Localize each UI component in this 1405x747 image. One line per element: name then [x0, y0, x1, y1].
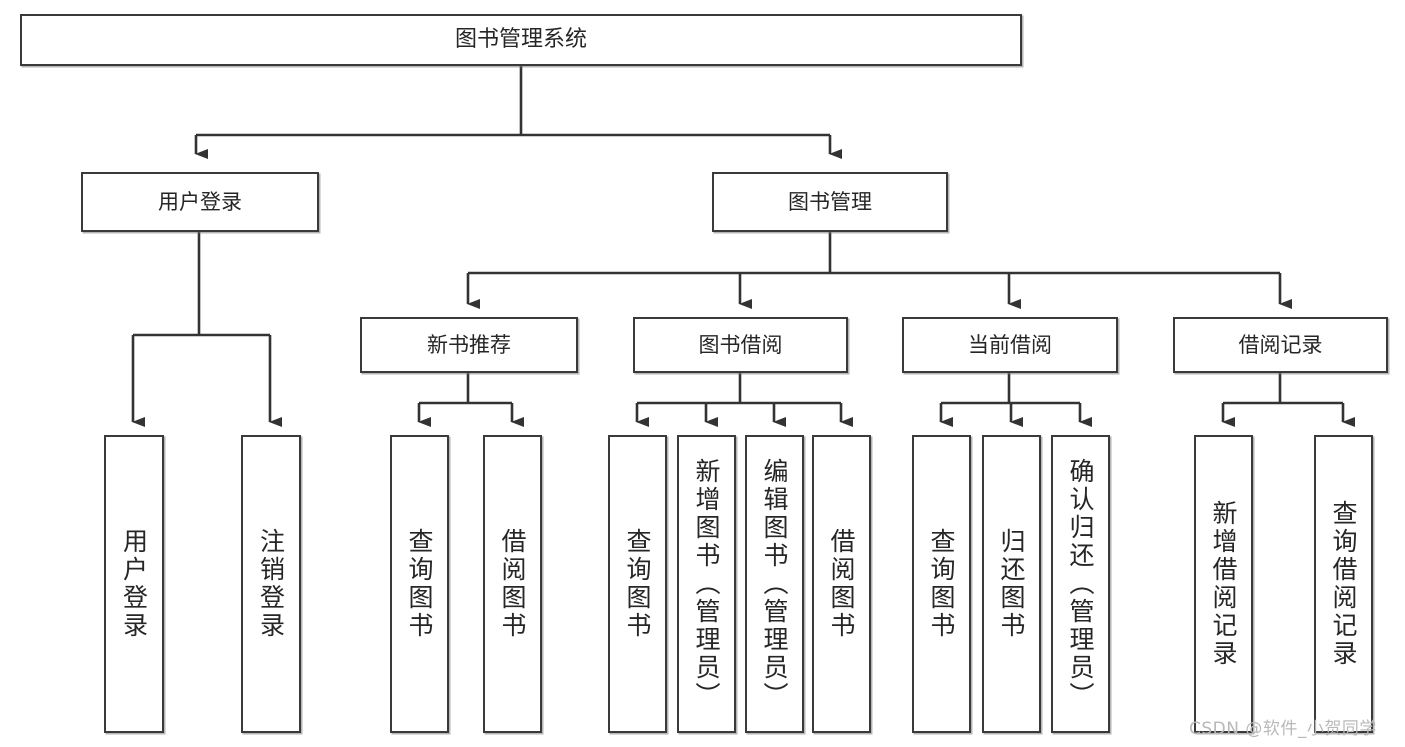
node-root-label: 图书管理系统 [454, 27, 587, 53]
leaf-confirm-return-label: 确认归还（管理员） [1066, 458, 1095, 710]
leaf-borrow-book-2[interactable]: 借阅图书 [812, 435, 871, 733]
node-current-borrow[interactable]: 当前借阅 [902, 317, 1118, 373]
node-book-borrow[interactable]: 图书借阅 [633, 317, 848, 373]
leaf-query-book-3[interactable]: 查询图书 [912, 435, 971, 733]
leaf-add-book-label: 新增图书（管理员） [692, 458, 721, 710]
leaf-user-login-label: 用户登录 [119, 528, 149, 640]
leaf-user-login[interactable]: 用户登录 [104, 435, 164, 733]
leaf-return-book[interactable]: 归还图书 [982, 435, 1041, 733]
leaf-query-book-1[interactable]: 查询图书 [390, 435, 449, 733]
leaf-query-book-2[interactable]: 查询图书 [608, 435, 667, 733]
leaf-query-record-label: 查询借阅记录 [1329, 500, 1358, 668]
node-user-login[interactable]: 用户登录 [81, 172, 319, 232]
node-book-manage-label: 图书管理 [788, 189, 872, 214]
leaf-add-book[interactable]: 新增图书（管理员） [677, 435, 736, 733]
leaf-query-book-2-label: 查询图书 [623, 528, 652, 640]
leaf-borrow-book-2-label: 借阅图书 [827, 528, 856, 640]
leaf-edit-book[interactable]: 编辑图书（管理员） [745, 435, 804, 733]
node-current-borrow-label: 当前借阅 [968, 332, 1052, 357]
leaf-return-book-label: 归还图书 [997, 528, 1026, 640]
node-borrow-record-label: 借阅记录 [1238, 332, 1323, 357]
leaf-edit-book-label: 编辑图书（管理员） [760, 458, 789, 710]
leaf-borrow-book-1[interactable]: 借阅图书 [483, 435, 542, 733]
node-new-book-recommend-label: 新书推荐 [427, 332, 511, 357]
node-book-manage[interactable]: 图书管理 [712, 172, 948, 232]
leaf-borrow-book-1-label: 借阅图书 [498, 528, 527, 640]
watermark: CSDN @软件_小贺同学 [1189, 719, 1377, 739]
node-new-book-recommend[interactable]: 新书推荐 [360, 317, 578, 373]
node-root[interactable]: 图书管理系统 [20, 14, 1022, 66]
leaf-query-record[interactable]: 查询借阅记录 [1314, 435, 1373, 733]
leaf-query-book-3-label: 查询图书 [927, 528, 956, 640]
leaf-add-record[interactable]: 新增借阅记录 [1194, 435, 1253, 733]
leaf-confirm-return[interactable]: 确认归还（管理员） [1051, 435, 1110, 733]
leaf-logout-login-label: 注销登录 [256, 528, 286, 640]
leaf-query-book-1-label: 查询图书 [405, 528, 434, 640]
node-book-borrow-label: 图书借阅 [698, 332, 783, 357]
node-borrow-record[interactable]: 借阅记录 [1173, 317, 1388, 373]
leaf-logout-login[interactable]: 注销登录 [241, 435, 301, 733]
node-user-login-label: 用户登录 [158, 189, 242, 214]
leaf-add-record-label: 新增借阅记录 [1209, 500, 1238, 668]
